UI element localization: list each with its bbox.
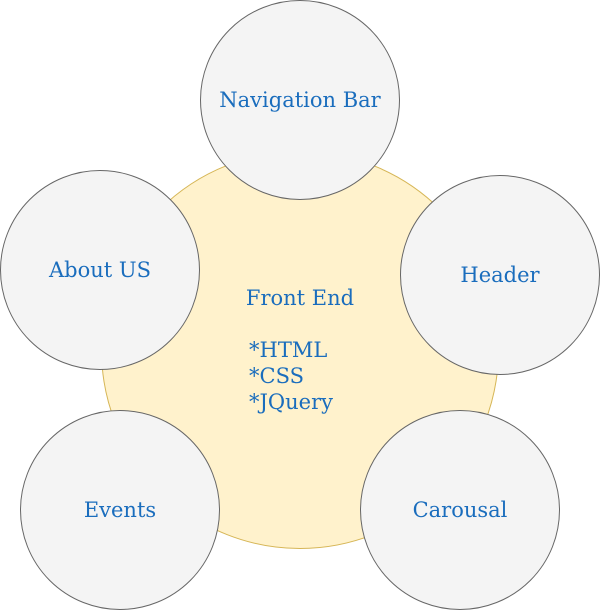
- carousal-label: Carousal: [412, 497, 508, 522]
- front-end-title: Front End: [245, 286, 355, 310]
- navigation-bar-label: Navigation Bar: [219, 87, 381, 112]
- header-label: Header: [460, 262, 540, 287]
- events-node: Events: [20, 410, 220, 610]
- carousal-node: Carousal: [360, 410, 560, 610]
- about-us-label: About US: [49, 257, 151, 282]
- events-label: Events: [83, 497, 157, 522]
- navigation-bar-node: Navigation Bar: [200, 0, 400, 200]
- header-node: Header: [400, 175, 600, 375]
- technology-item-css: *CSS: [249, 364, 304, 388]
- technology-item-jquery: *JQuery: [249, 390, 333, 414]
- front-end-text-block: Front End *HTML *CSS *JQuery: [200, 285, 400, 415]
- technology-item-html: *HTML: [249, 338, 328, 362]
- technology-list: *HTML *CSS *JQuery: [200, 337, 400, 415]
- about-us-node: About US: [0, 170, 200, 370]
